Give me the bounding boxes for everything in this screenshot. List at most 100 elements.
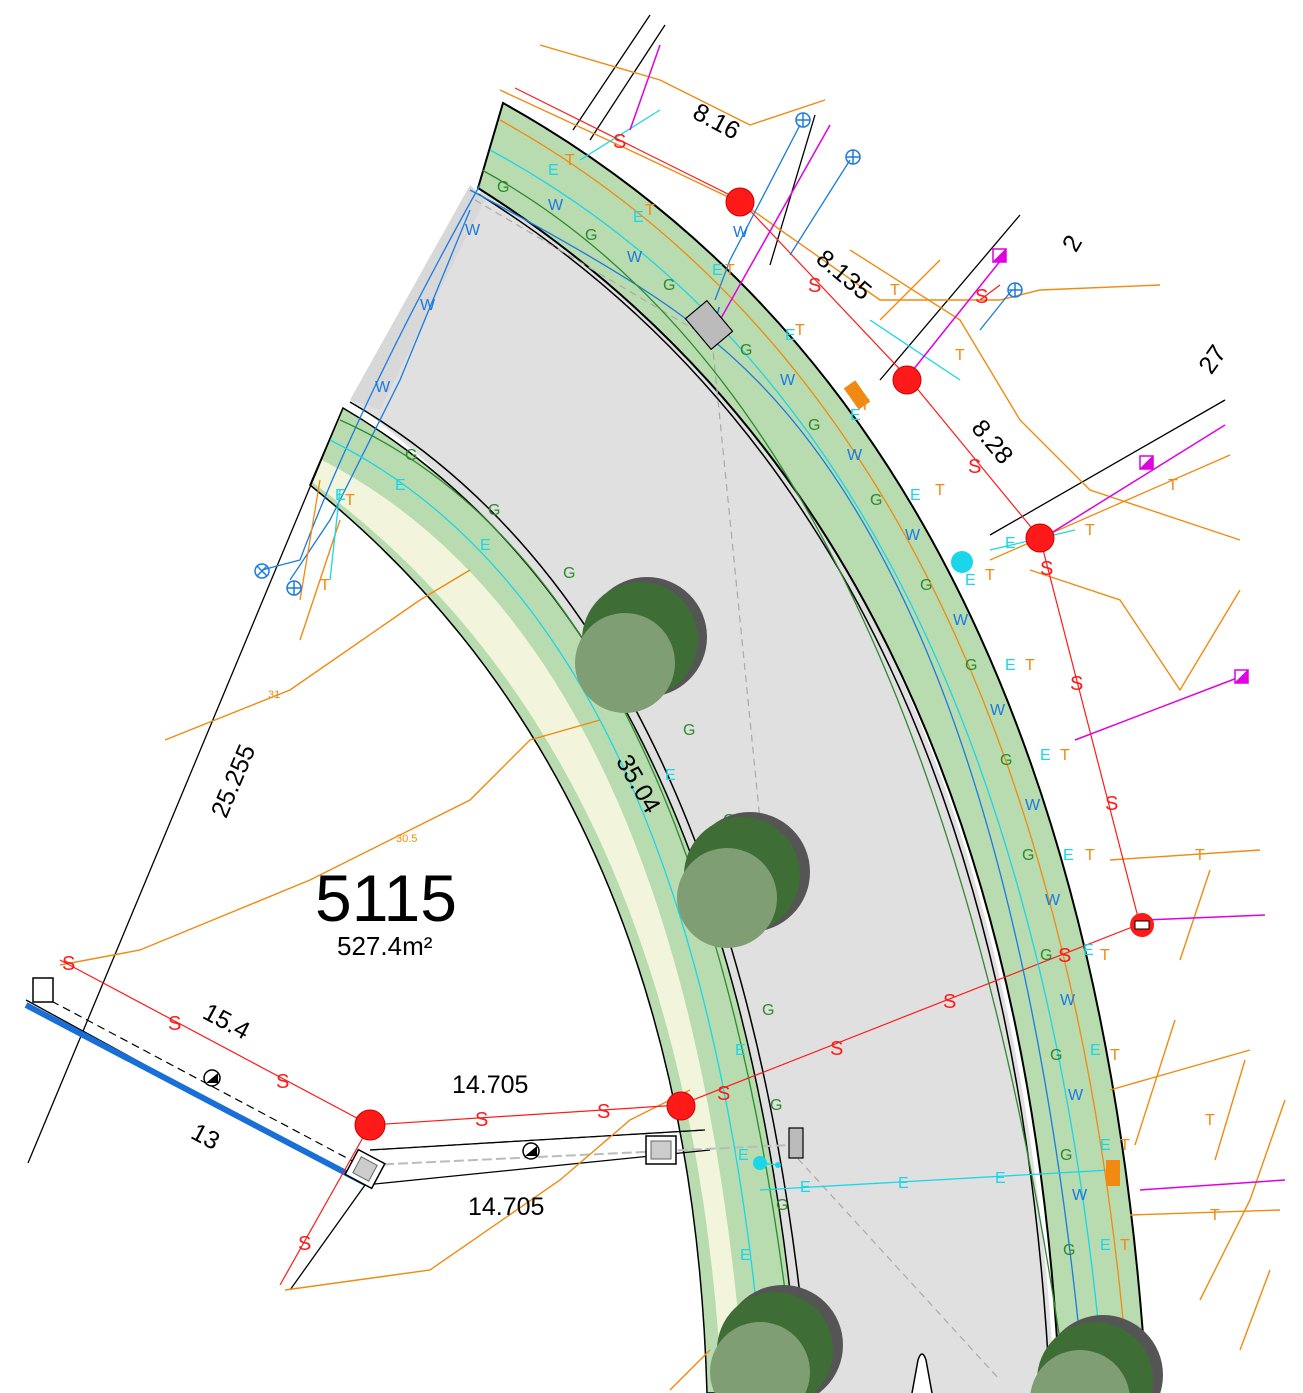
kerb-inlet-2	[788, 1127, 804, 1159]
svg-text:G: G	[488, 502, 500, 519]
telecom-pit-1	[843, 380, 871, 410]
svg-text:W: W	[847, 447, 863, 464]
svg-text:E: E	[395, 477, 406, 494]
electric-lines	[329, 109, 1111, 1341]
sewer-manholes	[354, 187, 1055, 1141]
road-group	[309, 101, 1149, 1393]
svg-text:G: G	[1050, 1047, 1062, 1064]
svg-text:G: G	[1040, 947, 1052, 964]
svg-text:E: E	[633, 209, 644, 226]
service-labels-electric: E E E E E E E E E E E E E E E E E E E E …	[335, 162, 1111, 1264]
svg-text:S: S	[975, 286, 988, 308]
water-meter-icon-5	[254, 563, 270, 579]
svg-text:W: W	[420, 297, 436, 314]
svg-text:W: W	[548, 197, 564, 214]
svg-text:W: W	[780, 372, 796, 389]
road-splay	[350, 185, 485, 410]
sewer-manhole-4	[354, 1109, 386, 1141]
svg-text:T: T	[935, 482, 945, 499]
svg-text:E: E	[740, 1247, 751, 1264]
svg-text:G: G	[1060, 1147, 1072, 1164]
svg-text:G: G	[1000, 752, 1012, 769]
svg-text:E: E	[335, 487, 346, 504]
grated-pit-3	[32, 977, 54, 1003]
svg-text:G: G	[585, 227, 597, 244]
svg-text:W: W	[905, 527, 921, 544]
svg-text:E: E	[1100, 1137, 1111, 1154]
svg-text:E: E	[665, 767, 676, 784]
svg-text:T: T	[565, 152, 575, 169]
east-kerb	[471, 189, 1051, 1393]
lighting-lines	[629, 44, 1286, 1191]
svg-text:W: W	[1045, 892, 1061, 909]
lot-number: 5115	[315, 861, 457, 935]
svg-text:E: E	[1063, 847, 1074, 864]
easement-dash-2	[369, 1129, 706, 1151]
contour-lines	[59, 44, 1286, 1391]
electric-pits	[753, 551, 973, 1170]
west-footpath	[312, 460, 745, 1393]
svg-text:G: G	[497, 179, 509, 196]
tree-icon-4	[1030, 1315, 1163, 1393]
svg-text:T: T	[1168, 477, 1178, 494]
service-labels-water: W W W W W W W W W W W W W W W W W	[375, 197, 1088, 1204]
svg-text:S: S	[298, 1233, 311, 1255]
svg-text:W: W	[375, 379, 391, 396]
sewer-manhole-5	[666, 1091, 696, 1121]
svg-text:S: S	[1040, 558, 1053, 580]
gas-lines	[339, 169, 1061, 1341]
svg-text:E: E	[1040, 747, 1051, 764]
tree-icon-1	[575, 577, 707, 713]
svg-text:S: S	[597, 1101, 610, 1123]
dim-partial: 2	[1057, 231, 1088, 257]
svg-text:G: G	[870, 492, 882, 509]
svg-text:G: G	[1022, 847, 1034, 864]
svg-text:T: T	[345, 492, 355, 509]
svg-text:S: S	[1070, 673, 1083, 695]
svg-text:G: G	[1063, 1242, 1075, 1259]
svg-text:T: T	[1205, 1112, 1215, 1129]
dim-lane-south: 14.705	[468, 1193, 544, 1221]
svg-text:T: T	[1025, 657, 1035, 674]
svg-text:G: G	[683, 722, 695, 739]
light-poles	[991, 247, 1249, 684]
svg-text:T: T	[1195, 847, 1205, 864]
svg-text:W: W	[465, 222, 481, 239]
svg-text:S: S	[62, 953, 75, 975]
road-carriageway	[350, 183, 1055, 1393]
svg-text:E: E	[548, 162, 559, 179]
sewer-manhole-1	[725, 187, 755, 217]
svg-text:G: G	[808, 417, 820, 434]
stormwater-pits	[32, 299, 804, 1190]
svg-text:E: E	[995, 1170, 1006, 1187]
svg-text:T: T	[1110, 1047, 1120, 1064]
svg-text:T: T	[1210, 1207, 1220, 1224]
kerb-inlet-1	[684, 299, 734, 351]
svg-text:E: E	[898, 1175, 909, 1192]
street-trees	[575, 577, 1163, 1393]
easement-dash-1	[39, 994, 361, 1166]
svg-text:S: S	[475, 1109, 488, 1131]
svg-text:W: W	[733, 224, 749, 241]
contour-label-upper: 31	[268, 689, 280, 701]
tree-icon-3	[710, 1285, 843, 1393]
svg-text:E: E	[480, 537, 491, 554]
service-labels-gas: G G G G G G G G G G G G G G G G G G G G …	[405, 179, 1075, 1259]
svg-text:E: E	[850, 407, 861, 424]
svg-text:E: E	[738, 1147, 749, 1164]
lot-area: 527.4m²	[337, 931, 433, 961]
svg-text:S: S	[1105, 793, 1118, 815]
svg-text:G: G	[762, 1002, 774, 1019]
svg-text:T: T	[795, 322, 805, 339]
svg-text:W: W	[1025, 797, 1041, 814]
svg-text:S: S	[943, 991, 956, 1013]
svg-text:T: T	[1060, 747, 1070, 764]
survey-marks	[203, 1069, 540, 1160]
svg-text:T: T	[1120, 1137, 1130, 1154]
svg-text:G: G	[663, 277, 675, 294]
contour-label-lower: 30.5	[396, 833, 417, 845]
svg-text:W: W	[1060, 992, 1076, 1009]
svg-text:S: S	[808, 275, 821, 297]
svg-text:T: T	[645, 202, 655, 219]
svg-text:G: G	[405, 447, 417, 464]
